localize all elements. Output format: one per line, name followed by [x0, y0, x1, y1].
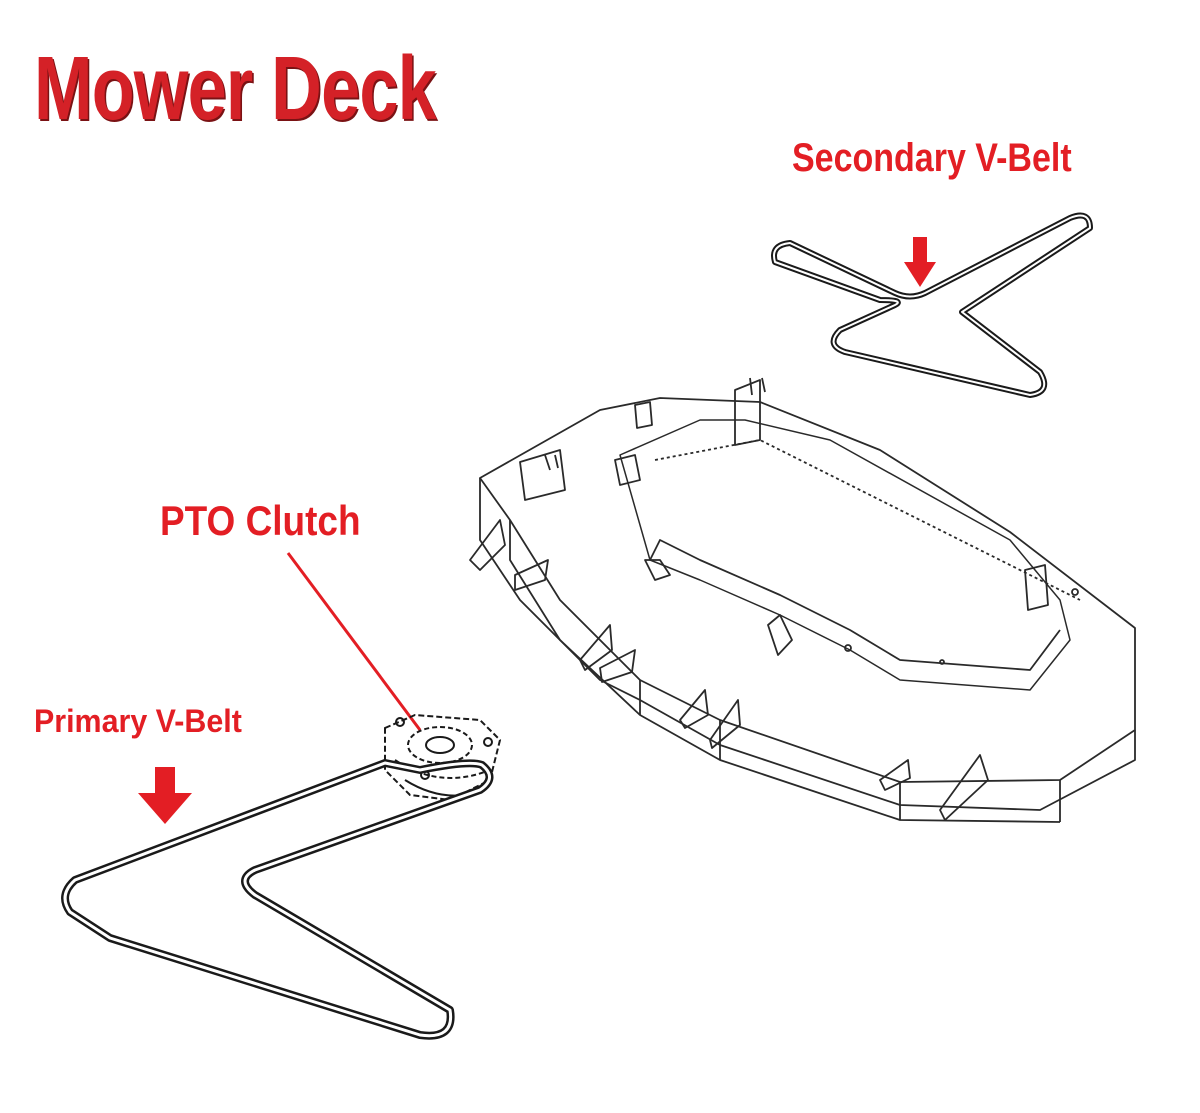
secondary-v-belt [771, 212, 1093, 398]
mower-deck [469, 377, 1136, 823]
diagram-title: Mower Deck [34, 39, 437, 139]
primary-belt-label: Primary V-Belt [34, 703, 242, 739]
pto-leader-line [286, 552, 422, 731]
primary-belt-arrow [138, 767, 192, 824]
secondary-belt-arrow [904, 237, 936, 287]
secondary-belt-label: Secondary V-Belt [792, 136, 1072, 180]
primary-v-belt [61, 759, 494, 1040]
pto-clutch-label: PTO Clutch [160, 497, 361, 544]
